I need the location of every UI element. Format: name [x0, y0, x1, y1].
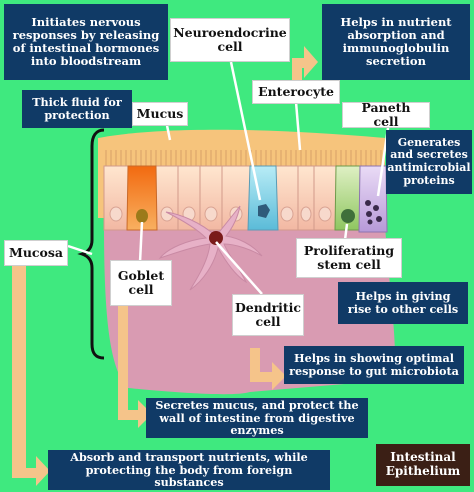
neuroendocrine-cell-shape — [247, 165, 279, 231]
goblet-label: Goblet cell — [110, 260, 172, 306]
dendritic-description: Helps in showing optimal response to gut… — [284, 346, 464, 384]
mucus-label: Mucus — [132, 102, 188, 126]
dendritic-cell-shape — [158, 205, 263, 291]
dendritic-label: Dendritic cell — [232, 294, 304, 336]
diagram-title: Intestinal Epithelium — [376, 444, 470, 486]
proliferating-label: Proliferating stem cell — [296, 238, 402, 278]
enterocyte-top-description: Helps in nutrient absorption and immunog… — [322, 4, 470, 80]
goblet-cell-shape — [126, 165, 158, 231]
stem-cell-shape — [334, 165, 362, 231]
goblet-description: Secretes mucus, and protect the wall of … — [146, 398, 368, 438]
enterocyte-bottom-description: Absorb and transport nutrients, while pr… — [48, 450, 330, 490]
dendritic-nucleus — [209, 231, 223, 245]
microvilli — [105, 150, 382, 166]
mucosa-bracket — [77, 128, 105, 360]
enterocyte-label: Enterocyte — [252, 80, 340, 104]
mucosa-label: Mucosa — [4, 240, 68, 266]
enterocyte-nucleus — [204, 206, 218, 222]
enterocyte-nucleus — [300, 206, 312, 222]
enterocyte-nucleus — [280, 206, 294, 222]
proliferating-description: Helps in giving rise to other cells — [338, 282, 468, 324]
enterocyte-nucleus — [109, 206, 123, 222]
arrows — [12, 46, 318, 486]
connector-lines — [67, 61, 390, 295]
paneth-label: Paneth cell — [342, 100, 430, 129]
paneth-cell-shape — [358, 165, 388, 233]
paneth-description: Generates and secretes antimicrobial pro… — [386, 130, 472, 194]
enterocyte-nucleus — [318, 206, 332, 222]
neuroendocrine-label: Neuroendocrine cell — [170, 18, 290, 62]
neuroendocrine-description: Initiates nervous responses by releasing… — [4, 4, 168, 80]
mucus-description: Thick fluid for protection — [22, 90, 132, 128]
